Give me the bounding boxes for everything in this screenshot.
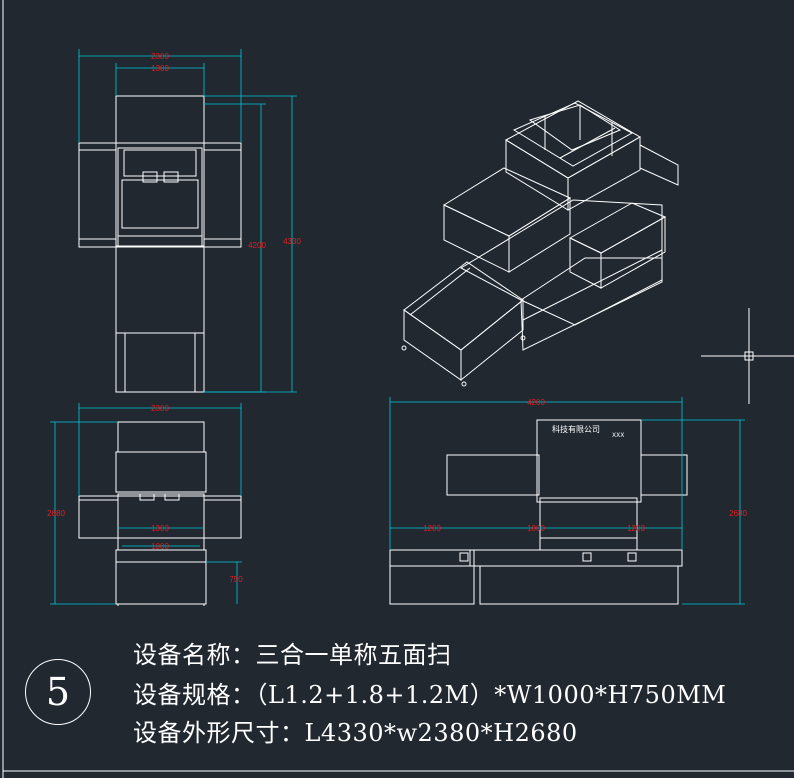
dim-front-seg-mid: 1800 [527, 524, 545, 533]
side-view [78, 421, 242, 606]
dim-side-width-outer: 2380 [151, 404, 169, 413]
dim-front-length: 4200 [527, 398, 545, 407]
dim-top-length-outer: 4330 [283, 237, 301, 246]
front-machine-label: 科技有限公司 [552, 424, 600, 434]
dim-side-height-table: 750 [229, 575, 243, 584]
front-view-dims [389, 397, 745, 605]
front-machine-brand: XXX [612, 432, 624, 439]
top-view-dims [78, 49, 297, 393]
top-view [78, 95, 242, 393]
side-view-dims [50, 403, 242, 605]
dim-top-width-inner: 1300 [151, 64, 169, 73]
device-name-line: 设备名称：三合一单称五面扫 [133, 641, 452, 669]
dim-top-width-outer: 2380 [151, 52, 169, 61]
dim-side-width-belt: 1000 [151, 542, 169, 551]
dim-top-length-inner: 4200 [248, 241, 266, 250]
cad-crosshair [701, 308, 794, 404]
drawing-number-badge: 5 [25, 659, 91, 725]
dim-side-width-inner: 1300 [151, 524, 169, 533]
front-view [389, 419, 688, 605]
isometric-view [401, 100, 679, 387]
dim-front-height: 2680 [729, 509, 747, 518]
device-size-line: 设备外形尺寸：L4330*w2380*H2680 [133, 719, 578, 747]
dim-side-height: 2680 [47, 509, 65, 518]
dim-front-seg-right: 1200 [627, 524, 645, 533]
device-spec-line: 设备规格：（L1.2+1.8+1.2M）*W1000*H750MM [133, 681, 727, 709]
dim-front-seg-left: 1200 [423, 524, 441, 533]
